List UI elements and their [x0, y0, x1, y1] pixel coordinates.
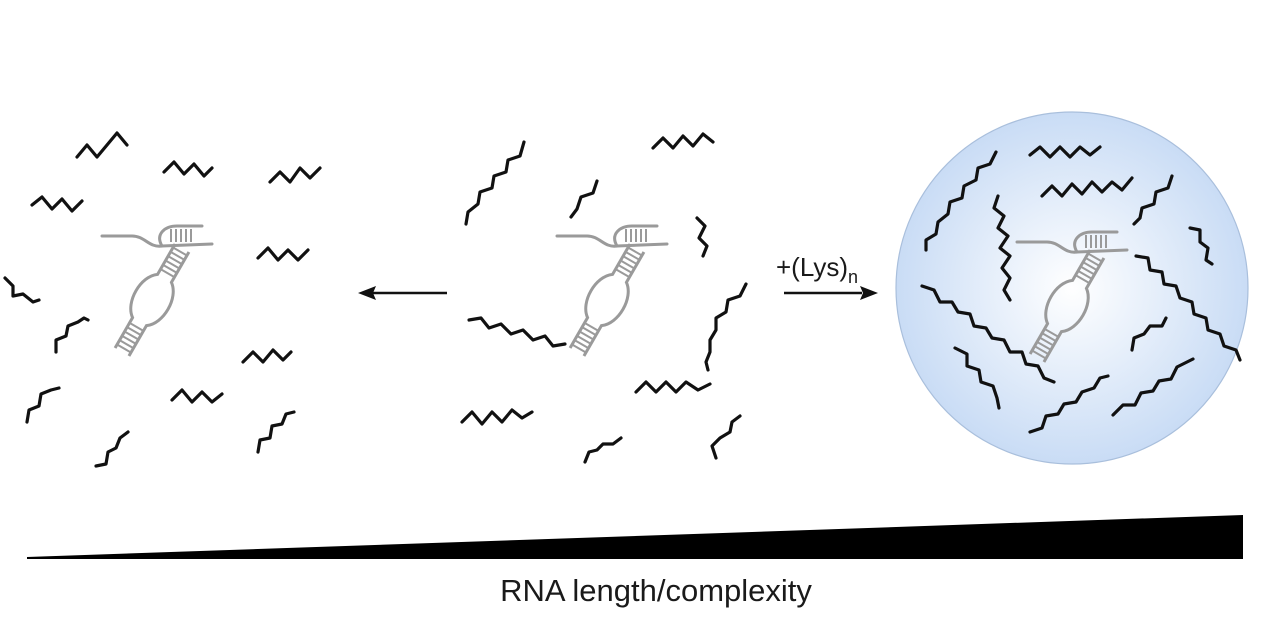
rna-strand-icon	[695, 216, 709, 258]
rna-strand-icon	[268, 166, 322, 184]
rna-strand-icon	[704, 282, 748, 372]
rna-strand-icon	[170, 388, 224, 404]
rna-strand-icon	[162, 160, 214, 178]
reaction-label-subscript: n	[848, 267, 858, 287]
rna-strand-icon	[924, 150, 998, 252]
rna-strand-icon	[1132, 174, 1174, 226]
rna-strand-icon	[569, 179, 599, 219]
rna-strand-icon	[1130, 316, 1168, 352]
rna-strand-icon	[256, 410, 296, 454]
rna-strand-icon	[1134, 254, 1242, 362]
rna-strand-icon	[1111, 357, 1195, 417]
arrow-right-icon	[784, 286, 878, 300]
panel-long-rna	[460, 132, 748, 464]
rna-strand-icon	[94, 430, 130, 468]
rna-strand-icon	[25, 386, 61, 424]
panel-short-rna	[3, 131, 322, 468]
rna-strand-icon	[1188, 226, 1214, 266]
rna-strand-icon	[3, 276, 41, 304]
coacervate-droplet-icon	[895, 111, 1249, 465]
rna-strand-icon	[54, 316, 90, 354]
rna-strand-icon	[1028, 374, 1110, 434]
ribozyme-icon	[100, 224, 214, 363]
rna-strand-icon	[30, 195, 84, 213]
rna-strand-icon	[651, 132, 715, 150]
reaction-label: +(Lys)n	[776, 252, 858, 287]
ribozyme-icon	[555, 224, 669, 363]
rna-strand-icon	[583, 436, 623, 464]
rna-strand-icon	[634, 380, 712, 394]
rna-strand-icon	[467, 316, 567, 348]
axis-label: RNA length/complexity	[500, 573, 812, 608]
rna-strand-icon	[1028, 145, 1102, 159]
rna-strand-icon	[1040, 176, 1134, 198]
rna-strand-icon	[460, 408, 534, 426]
droplet-rna-strands	[920, 145, 1242, 434]
rna-strand-icon	[256, 246, 310, 262]
rna-strand-icon	[464, 140, 526, 226]
reaction-label-main: +(Lys)	[776, 252, 848, 282]
rna-strand-icon	[920, 284, 1056, 384]
rna-strand-icon	[992, 194, 1012, 302]
gradient-wedge	[27, 515, 1243, 559]
rna-strand-icon	[710, 414, 742, 460]
rna-strand-icon	[75, 131, 129, 159]
arrow-left-icon	[358, 286, 447, 300]
rna-strand-icon	[953, 346, 1001, 410]
rna-strand-icon	[241, 348, 293, 364]
